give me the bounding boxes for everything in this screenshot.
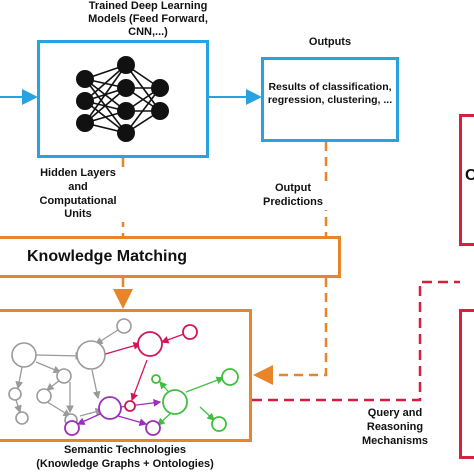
output-predictions-label: Output Predictions (252, 182, 334, 210)
knowledge-matching-label: Knowledge Matching (27, 248, 187, 265)
right-partial-letter: C (465, 167, 474, 184)
deep-learning-model-box (37, 40, 209, 158)
semantic-caption-line2: (Knowledge Graphs + Ontologies) (36, 458, 214, 470)
km-to-semantic-right-dashed-arrow (253, 278, 328, 385)
outputs-title: Outputs (308, 36, 352, 48)
query-reasoning-dashed-line (252, 280, 460, 402)
hidden-layers-label: Hidden Layers and Computational Units (30, 167, 126, 222)
outputs-body: Results of classification, regression, c… (267, 81, 393, 106)
knowledge-matching-box: Knowledge Matching (0, 236, 341, 278)
outputs-box: Results of classification, regression, c… (261, 57, 399, 142)
model-title: Trained Deep Learning Models (Feed Forwa… (88, 0, 208, 39)
semantic-caption-line1: Semantic Technologies (63, 444, 187, 456)
semantic-technologies-box (0, 309, 252, 442)
neural-network-icon (76, 56, 169, 142)
knowledge-graph-icon (8, 318, 239, 436)
query-reasoning-label: Query and Reasoning Mechanisms (361, 407, 429, 447)
right-partial-box-bottom (459, 309, 474, 459)
right-partial-box-top: C (459, 114, 474, 246)
